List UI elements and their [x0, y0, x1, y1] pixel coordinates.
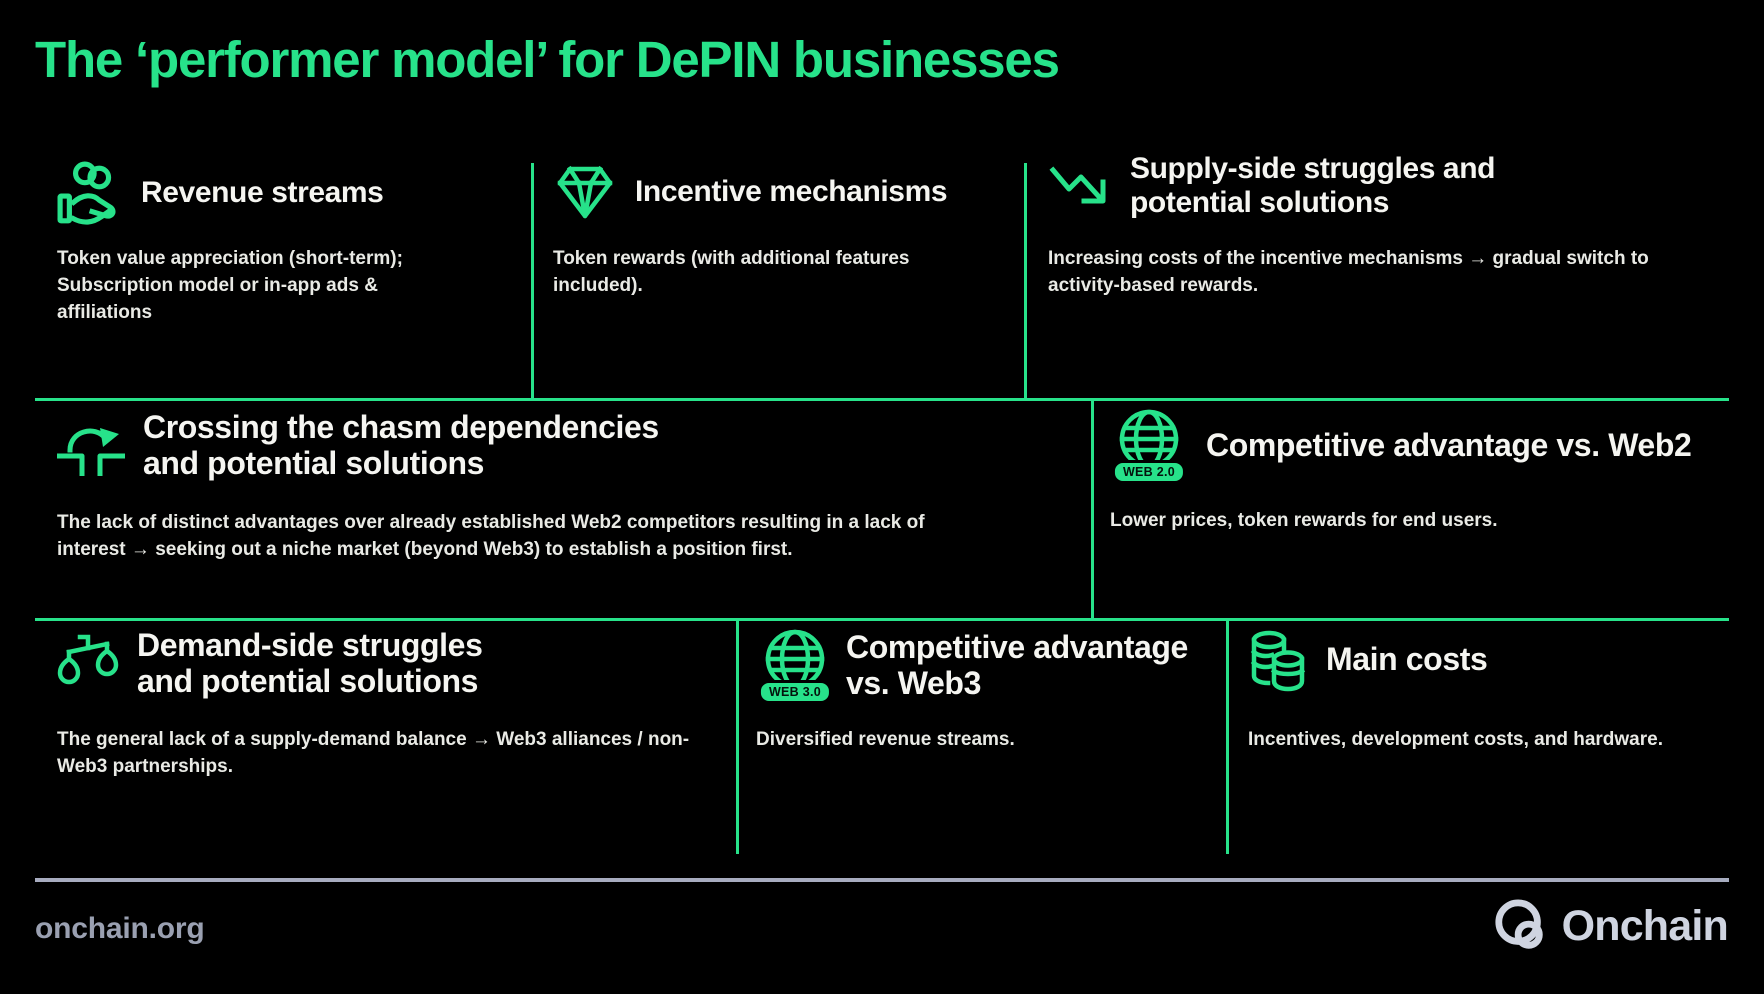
section-title: Crossing the chasm dependencies and pote… [143, 409, 659, 481]
divider-row2 [1091, 401, 1094, 618]
chasm-arc-arrow-icon [57, 427, 125, 476]
divider-row3-a [736, 621, 739, 854]
section-title: Supply-side struggles and potential solu… [1130, 152, 1496, 219]
card-main-costs: Main costs Incentives, development costs… [1248, 628, 1708, 750]
section-body: Token value appreciation (short-term); S… [57, 248, 403, 323]
section-title: Main costs [1326, 641, 1488, 678]
brand-name: Onchain [1561, 901, 1729, 950]
section-title: Demand-side struggles and potential solu… [137, 627, 483, 699]
card-revenue-streams: Revenue streams Token value appreciation… [57, 160, 457, 323]
section-body: Increasing costs of the incentive mechan… [1048, 248, 1649, 296]
web2-badge: WEB 2.0 [1111, 460, 1187, 484]
card-crossing-the-chasm: Crossing the chasm dependencies and pote… [57, 409, 947, 560]
divider-row3-b [1226, 621, 1229, 854]
gem-icon [557, 165, 613, 219]
brand-lockup: Onchain [1493, 898, 1729, 954]
card-supply-side-struggles: Supply-side struggles and potential solu… [1048, 152, 1688, 296]
divider-row1-b [1024, 163, 1027, 400]
card-supply-side-header: Supply-side struggles and potential solu… [1048, 152, 1688, 219]
section-title: Incentive mechanisms [635, 175, 948, 209]
section-body: The lack of distinct advantages over alr… [57, 512, 925, 560]
card-competitive-advantage-web3: WEB 3.0 Competitive advantage vs. Web3 D… [756, 628, 1216, 750]
card-revenue-streams-header: Revenue streams [57, 160, 457, 226]
divider-horizontal-1 [35, 398, 1729, 401]
footer-url: onchain.org [35, 912, 205, 945]
globe-web3-icon-wrap: WEB 3.0 [756, 628, 834, 704]
hand-coins-icon [57, 161, 116, 225]
section-body: The general lack of a supply-demand bala… [57, 729, 690, 777]
divider-horizontal-2 [35, 618, 1729, 621]
scales-icon [57, 634, 119, 685]
web3-badge: WEB 3.0 [757, 680, 833, 704]
card-chasm-header: Crossing the chasm dependencies and pote… [57, 409, 947, 482]
onchain-logo-icon [1494, 899, 1543, 949]
card-incentive-mechanisms-header: Incentive mechanisms [553, 160, 1003, 224]
card-web3-header: WEB 3.0 Competitive advantage vs. Web3 [756, 628, 1216, 704]
section-title: Competitive advantage vs. Web3 [846, 629, 1188, 701]
page-title: The ‘performer model’ for DePIN business… [35, 31, 1060, 88]
footer-divider [35, 878, 1729, 882]
card-main-costs-header: Main costs [1248, 628, 1708, 692]
section-title: Competitive advantage vs. Web2 [1206, 427, 1692, 464]
trend-down-arrow-icon [1049, 166, 1106, 204]
section-body: Incentives, development costs, and hardw… [1248, 729, 1663, 750]
coin-stacks-icon [1250, 630, 1306, 692]
card-demand-side-header: Demand-side struggles and potential solu… [57, 627, 717, 700]
card-web2-header: WEB 2.0 Competitive advantage vs. Web2 [1110, 408, 1710, 484]
section-body: Lower prices, token rewards for end user… [1110, 510, 1498, 531]
card-demand-side-struggles: Demand-side struggles and potential solu… [57, 627, 717, 777]
globe-web3-icon [765, 629, 825, 689]
section-body: Diversified revenue streams. [756, 729, 1015, 750]
section-body: Token rewards (with additional features … [553, 248, 910, 296]
card-competitive-advantage-web2: WEB 2.0 Competitive advantage vs. Web2 L… [1110, 408, 1710, 531]
card-incentive-mechanisms: Incentive mechanisms Token rewards (with… [553, 160, 1003, 296]
section-title: Revenue streams [141, 176, 384, 210]
divider-row1-a [531, 163, 534, 400]
globe-web2-icon-wrap: WEB 2.0 [1110, 408, 1188, 484]
